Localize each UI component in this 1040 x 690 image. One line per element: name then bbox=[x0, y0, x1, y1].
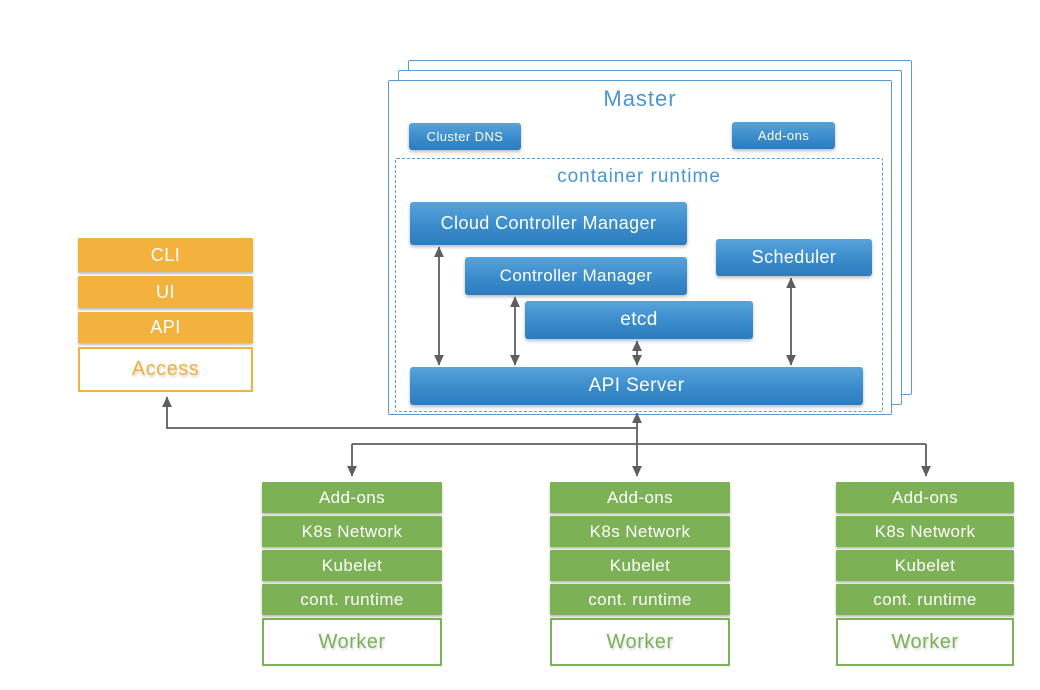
worker-node-3: Add-ons K8s Network Kubelet cont. runtim… bbox=[836, 482, 1014, 666]
access-label: Access bbox=[131, 358, 200, 380]
worker1-row-cont-runtime: cont. runtime bbox=[262, 584, 442, 615]
worker-node-1: Add-ons K8s Network Kubelet cont. runtim… bbox=[262, 482, 442, 666]
worker3-kubelet-label: Kubelet bbox=[894, 555, 956, 575]
access-label-box: Access bbox=[78, 347, 253, 392]
worker2-addons-label: Add-ons bbox=[606, 487, 674, 507]
worker3-addons-label: Add-ons bbox=[891, 487, 959, 507]
cloud-controller-manager-box: Cloud Controller Manager bbox=[410, 202, 687, 245]
worker3-row-kubelet: Kubelet bbox=[836, 550, 1014, 581]
worker2-row-kubelet: Kubelet bbox=[550, 550, 730, 581]
container-runtime-title: container runtime bbox=[557, 166, 721, 187]
worker3-k8s-network-label: K8s Network bbox=[874, 521, 976, 541]
worker3-row-k8s-network: K8s Network bbox=[836, 516, 1014, 547]
access-row-api: API bbox=[78, 312, 253, 343]
etcd-box: etcd bbox=[525, 301, 753, 339]
worker2-label: Worker bbox=[606, 630, 674, 653]
worker3-cont-runtime-label: cont. runtime bbox=[873, 589, 977, 609]
master-addons-box: Add-ons bbox=[732, 122, 835, 149]
worker3-row-addons: Add-ons bbox=[836, 482, 1014, 513]
worker1-addons-label: Add-ons bbox=[318, 487, 386, 507]
ui-label: UI bbox=[156, 281, 175, 302]
master-title: Master bbox=[603, 86, 677, 111]
api-label: API bbox=[150, 317, 181, 337]
worker-node-2: Add-ons K8s Network Kubelet cont. runtim… bbox=[550, 482, 730, 666]
access-row-cli: CLI bbox=[78, 238, 253, 272]
worker3-row-cont-runtime: cont. runtime bbox=[836, 584, 1014, 615]
worker2-kubelet-label: Kubelet bbox=[609, 555, 671, 575]
cluster-dns-box: Cluster DNS bbox=[409, 123, 521, 150]
access-row-ui: UI bbox=[78, 276, 253, 308]
scheduler-box: Scheduler bbox=[716, 239, 872, 276]
worker1-row-kubelet: Kubelet bbox=[262, 550, 442, 581]
worker3-label: Worker bbox=[891, 630, 959, 653]
worker2-row-cont-runtime: cont. runtime bbox=[550, 584, 730, 615]
worker1-row-addons: Add-ons bbox=[262, 482, 442, 513]
worker2-row-k8s-network: K8s Network bbox=[550, 516, 730, 547]
controller-manager-box: Controller Manager bbox=[465, 257, 687, 295]
cloud-controller-manager-label: Cloud Controller Manager bbox=[440, 213, 657, 233]
worker1-cont-runtime-label: cont. runtime bbox=[300, 589, 404, 609]
master-addons-label: Add-ons bbox=[757, 128, 810, 143]
worker1-k8s-network-label: K8s Network bbox=[301, 521, 403, 541]
api-server-label: API Server bbox=[588, 375, 685, 396]
cluster-dns-label: Cluster DNS bbox=[426, 129, 504, 144]
controller-manager-label: Controller Manager bbox=[499, 266, 653, 285]
api-server-box: API Server bbox=[410, 367, 863, 405]
worker1-kubelet-label: Kubelet bbox=[321, 555, 383, 575]
worker2-label-box: Worker bbox=[550, 618, 730, 666]
worker2-k8s-network-label: K8s Network bbox=[589, 521, 691, 541]
scheduler-label: Scheduler bbox=[751, 247, 837, 267]
container-runtime-box bbox=[395, 158, 883, 412]
cli-label: CLI bbox=[150, 244, 181, 265]
worker2-row-addons: Add-ons bbox=[550, 482, 730, 513]
worker3-label-box: Worker bbox=[836, 618, 1014, 666]
worker1-label: Worker bbox=[318, 630, 386, 653]
worker1-row-k8s-network: K8s Network bbox=[262, 516, 442, 547]
etcd-label: etcd bbox=[620, 309, 658, 330]
worker1-label-box: Worker bbox=[262, 618, 442, 666]
worker2-cont-runtime-label: cont. runtime bbox=[588, 589, 692, 609]
